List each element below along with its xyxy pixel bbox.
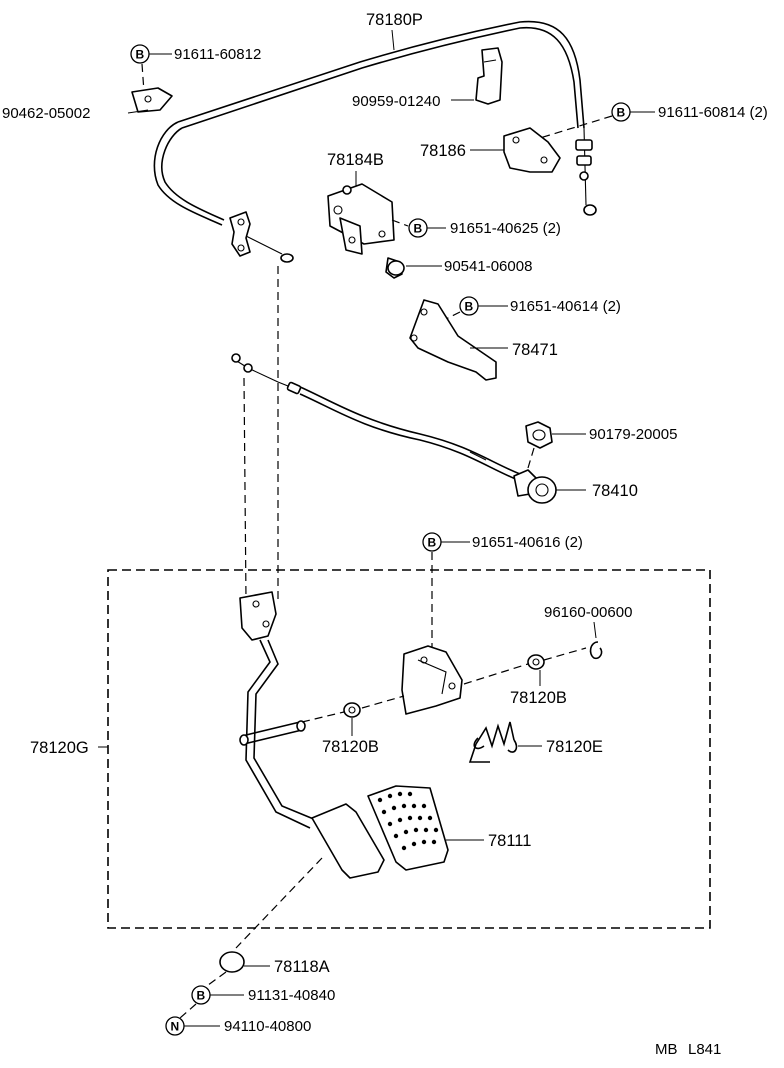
badge-b-center: B bbox=[408, 218, 428, 238]
label-pedal-assy: 78120G bbox=[30, 739, 89, 757]
bracket-78186 bbox=[503, 127, 561, 173]
clip-top bbox=[475, 47, 503, 105]
label-bracket-top-left: 90462-05002 bbox=[2, 105, 90, 122]
badge-n-stopper: N bbox=[165, 1016, 185, 1036]
spring-78120e bbox=[468, 721, 518, 763]
label-bolt-support: 91651-40614 (2) bbox=[510, 298, 621, 315]
label-grommet: 90541-06008 bbox=[444, 258, 532, 275]
label-nut-stopper: 94110-40800 bbox=[224, 1018, 311, 1035]
svg-text:B: B bbox=[617, 106, 626, 120]
badge-b-pedal-bracket: B bbox=[422, 532, 442, 552]
label-bolt-right: 91611-60814 (2) bbox=[658, 104, 768, 121]
bracket-78184b bbox=[327, 183, 395, 255]
pedal-pad-78111 bbox=[367, 785, 449, 871]
bracket-top-left bbox=[131, 87, 173, 113]
grommet-90541 bbox=[385, 257, 405, 279]
badge-b-top-left: B bbox=[130, 44, 150, 64]
pedal-lever bbox=[239, 591, 317, 829]
svg-text:B: B bbox=[465, 300, 474, 314]
label-cable-assy: 78180P bbox=[366, 11, 423, 29]
pedal-body bbox=[311, 803, 385, 879]
label-clip-top: 90959-01240 bbox=[352, 93, 440, 110]
badge-b-stopper: B bbox=[191, 985, 211, 1005]
label-bolt-center: 91651-40625 (2) bbox=[450, 220, 561, 237]
pedal-bracket bbox=[401, 645, 463, 715]
footer-ref: L841 bbox=[688, 1041, 721, 1058]
svg-text:B: B bbox=[136, 48, 145, 62]
badge-b-right: B bbox=[611, 102, 631, 122]
label-bolt-top-left: 91611-60812 bbox=[174, 46, 261, 63]
pedal-assy-box bbox=[107, 569, 711, 929]
label-bracket-78184b: 78184B bbox=[327, 151, 384, 169]
badge-b-support: B bbox=[459, 296, 479, 316]
svg-text:N: N bbox=[171, 1020, 180, 1034]
label-stopper: 78118A bbox=[274, 958, 330, 976]
label-bracket-78186: 78186 bbox=[420, 142, 466, 160]
svg-text:B: B bbox=[414, 222, 423, 236]
label-clip-pedal: 96160-00600 bbox=[544, 604, 632, 621]
clip-96160 bbox=[589, 641, 603, 660]
stopper-78118a bbox=[219, 951, 245, 973]
label-nut-knob: 90179-20005 bbox=[589, 426, 677, 443]
label-pedal-pad: 78111 bbox=[488, 832, 531, 850]
hand-throttle-cable bbox=[231, 353, 521, 481]
hand-knob-78410 bbox=[513, 469, 557, 504]
label-bushing-right: 78120B bbox=[510, 689, 567, 707]
bushing-right bbox=[527, 654, 545, 670]
svg-text:B: B bbox=[428, 536, 437, 550]
label-bushing-left: 78120B bbox=[322, 738, 379, 756]
nut-90179 bbox=[525, 421, 553, 449]
bushing-left bbox=[343, 702, 361, 718]
footer-code: MB bbox=[655, 1041, 678, 1058]
label-hand-knob: 78410 bbox=[592, 482, 638, 500]
svg-text:B: B bbox=[197, 989, 206, 1003]
accelerator-cable bbox=[153, 20, 597, 263]
label-bolt-pedal-bracket: 91651-40616 (2) bbox=[472, 534, 583, 551]
label-support: 78471 bbox=[512, 341, 558, 359]
label-bolt-stopper: 91131-40840 bbox=[248, 987, 335, 1004]
support-78471 bbox=[409, 299, 497, 381]
label-spring: 78120E bbox=[546, 738, 603, 756]
